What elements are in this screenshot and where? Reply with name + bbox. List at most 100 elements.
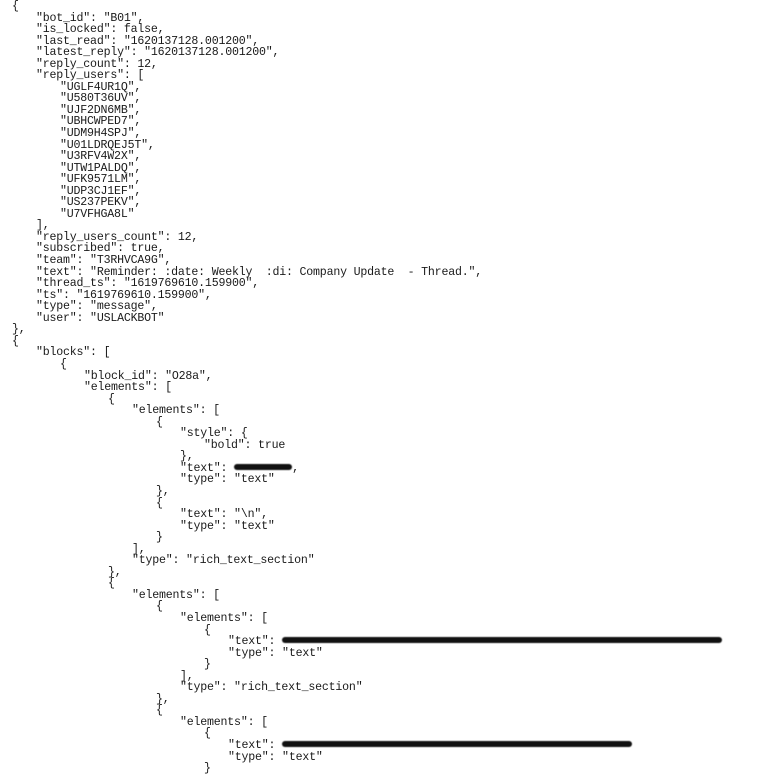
json-line-text: "reply_users_count": 12, bbox=[36, 230, 199, 244]
json-line: { bbox=[12, 578, 722, 590]
json-line-text: "elements": [ bbox=[132, 588, 220, 602]
json-line-text: { bbox=[12, 334, 19, 348]
json-line-text: { bbox=[108, 577, 115, 591]
json-line-text: }, bbox=[108, 565, 122, 579]
json-line-text: "elements": [ bbox=[180, 611, 268, 625]
json-line-text: "text": bbox=[228, 635, 283, 649]
json-line: "U580T36UV", bbox=[12, 93, 722, 105]
json-line-text: "bot_id": "B01", bbox=[36, 11, 145, 25]
json-line-text: "type": "text" bbox=[180, 473, 275, 487]
json-line: "UBHCWPED7", bbox=[12, 116, 722, 128]
json-line-text: "type": "text" bbox=[180, 519, 275, 533]
json-line-text: "U580T36UV", bbox=[60, 92, 142, 106]
json-line-text: { bbox=[156, 704, 163, 718]
json-line-text: "team": "T3RHVCA9G", bbox=[36, 254, 172, 268]
json-line: "elements": [ bbox=[12, 613, 722, 625]
json-line: "ts": "1619769610.159900", bbox=[12, 288, 722, 302]
json-line: "latest_reply": "1620137128.001200", bbox=[12, 47, 722, 59]
json-line-text: "U3RFV4W2X", bbox=[60, 150, 142, 164]
json-line: "thread_ts": "1619769610.159900", bbox=[12, 278, 722, 290]
json-line: "subscribed": true, bbox=[12, 243, 722, 255]
json-line: "reply_count": 12, bbox=[12, 57, 722, 71]
json-line-text: "thread_ts": "1619769610.159900", bbox=[36, 277, 259, 291]
json-line-text: "type": "text" bbox=[228, 646, 323, 660]
json-line-text: "text": bbox=[228, 739, 283, 752]
json-line: "type": "text" bbox=[12, 750, 722, 764]
json-line: { bbox=[12, 336, 722, 348]
json-line-text: } bbox=[204, 658, 211, 672]
redacted-value bbox=[282, 740, 633, 747]
json-line: ], bbox=[12, 670, 722, 683]
json-line: "is_locked": false, bbox=[12, 24, 722, 36]
json-line-text: "UJF2DN6MB", bbox=[60, 103, 142, 117]
json-line: "U7VFHGA8L" bbox=[12, 209, 722, 221]
json-line: "elements": [ bbox=[12, 382, 722, 394]
json-line-text: "elements": [ bbox=[180, 715, 268, 729]
json-line-text: "last_read": "1620137128.001200", bbox=[36, 34, 259, 48]
json-line-text: } bbox=[204, 762, 211, 775]
json-line: "U01LDRQEJ5T", bbox=[12, 138, 722, 152]
json-line: } bbox=[12, 532, 722, 544]
json-line: "team": "T3RHVCA9G", bbox=[12, 255, 722, 267]
json-line-text: { bbox=[156, 496, 163, 510]
json-line-text: "text": "Reminder: :date: Weekly :di: Co… bbox=[36, 265, 482, 279]
json-line-text: "ts": "1619769610.159900", bbox=[36, 288, 212, 302]
json-line: }, bbox=[12, 694, 722, 706]
json-line-text: "text": bbox=[180, 461, 235, 475]
json-line-text: "subscribed": true, bbox=[36, 242, 165, 256]
json-line-text: }, bbox=[180, 450, 194, 464]
json-line-text: { bbox=[156, 600, 163, 614]
json-line-text: "type": "rich_text_section" bbox=[180, 681, 363, 695]
json-line: "bot_id": "B01", bbox=[12, 11, 722, 25]
json-line-text: "UDM9H4SPJ", bbox=[60, 127, 142, 141]
json-line: "reply_users": [ bbox=[12, 70, 722, 82]
json-line: "block_id": "O28a", bbox=[12, 369, 722, 383]
json-line-text: "is_locked": false, bbox=[36, 23, 165, 37]
json-line: "elements": [ bbox=[12, 405, 722, 417]
json-line: "text": "\n", bbox=[12, 509, 722, 521]
json-line-text: } bbox=[156, 531, 163, 545]
json-line-text: { bbox=[204, 623, 211, 637]
json-line-text: "reply_count": 12, bbox=[36, 57, 158, 71]
json-line: { bbox=[12, 416, 722, 429]
json-line: "US237PEKV", bbox=[12, 197, 722, 209]
redacted-value bbox=[234, 463, 293, 470]
json-line-text: "bold": true bbox=[204, 438, 286, 452]
json-line: "text": bbox=[12, 635, 723, 649]
json-line: "type": "message", bbox=[12, 301, 722, 313]
json-line: "UGLF4UR1Q", bbox=[12, 82, 722, 94]
json-line: "text": , bbox=[12, 463, 722, 475]
json-line: "last_read": "1620137128.001200", bbox=[12, 34, 722, 48]
json-line: }, bbox=[12, 486, 722, 498]
json-line-text: "type": "message", bbox=[36, 300, 158, 314]
json-line-text: "U01LDRQEJ5T", bbox=[60, 138, 155, 152]
json-line: }, bbox=[12, 451, 722, 463]
json-line-text: "type": "text" bbox=[228, 750, 323, 764]
json-line-text: "latest_reply": "1620137128.001200", bbox=[36, 46, 280, 60]
json-line-text: "elements": [ bbox=[132, 404, 220, 418]
json-line: "UDM9H4SPJ", bbox=[12, 128, 722, 140]
json-line: { bbox=[12, 393, 722, 406]
json-line: { bbox=[12, 496, 722, 510]
json-line-text: "user": "USLACKBOT" bbox=[36, 311, 165, 325]
json-line-text: "style": { bbox=[180, 427, 248, 441]
json-line: "type": "text" bbox=[12, 646, 722, 660]
json-line: "blocks": [ bbox=[12, 347, 722, 359]
json-line-text: "block_id": "O28a", bbox=[84, 369, 213, 383]
json-line-text: }, bbox=[156, 484, 170, 498]
json-line-text: ], bbox=[132, 542, 146, 556]
json-line: "type": "text" bbox=[12, 474, 722, 486]
json-line-text: { bbox=[204, 727, 211, 741]
json-line: "style": { bbox=[12, 428, 722, 440]
json-line-text: "UBHCWPED7", bbox=[60, 115, 142, 129]
json-line: }, bbox=[12, 324, 722, 336]
json-line: "text": bbox=[12, 740, 722, 752]
json-line: "elements": [ bbox=[12, 590, 722, 602]
json-line: "bold": true bbox=[12, 438, 722, 452]
json-line-text: { bbox=[60, 357, 67, 371]
json-line: } bbox=[12, 659, 722, 671]
json-line-text: "reply_users": [ bbox=[36, 69, 145, 83]
json-line: }, bbox=[12, 565, 722, 579]
json-line-text: "elements": [ bbox=[84, 381, 172, 395]
json-line-text: }, bbox=[12, 323, 26, 337]
